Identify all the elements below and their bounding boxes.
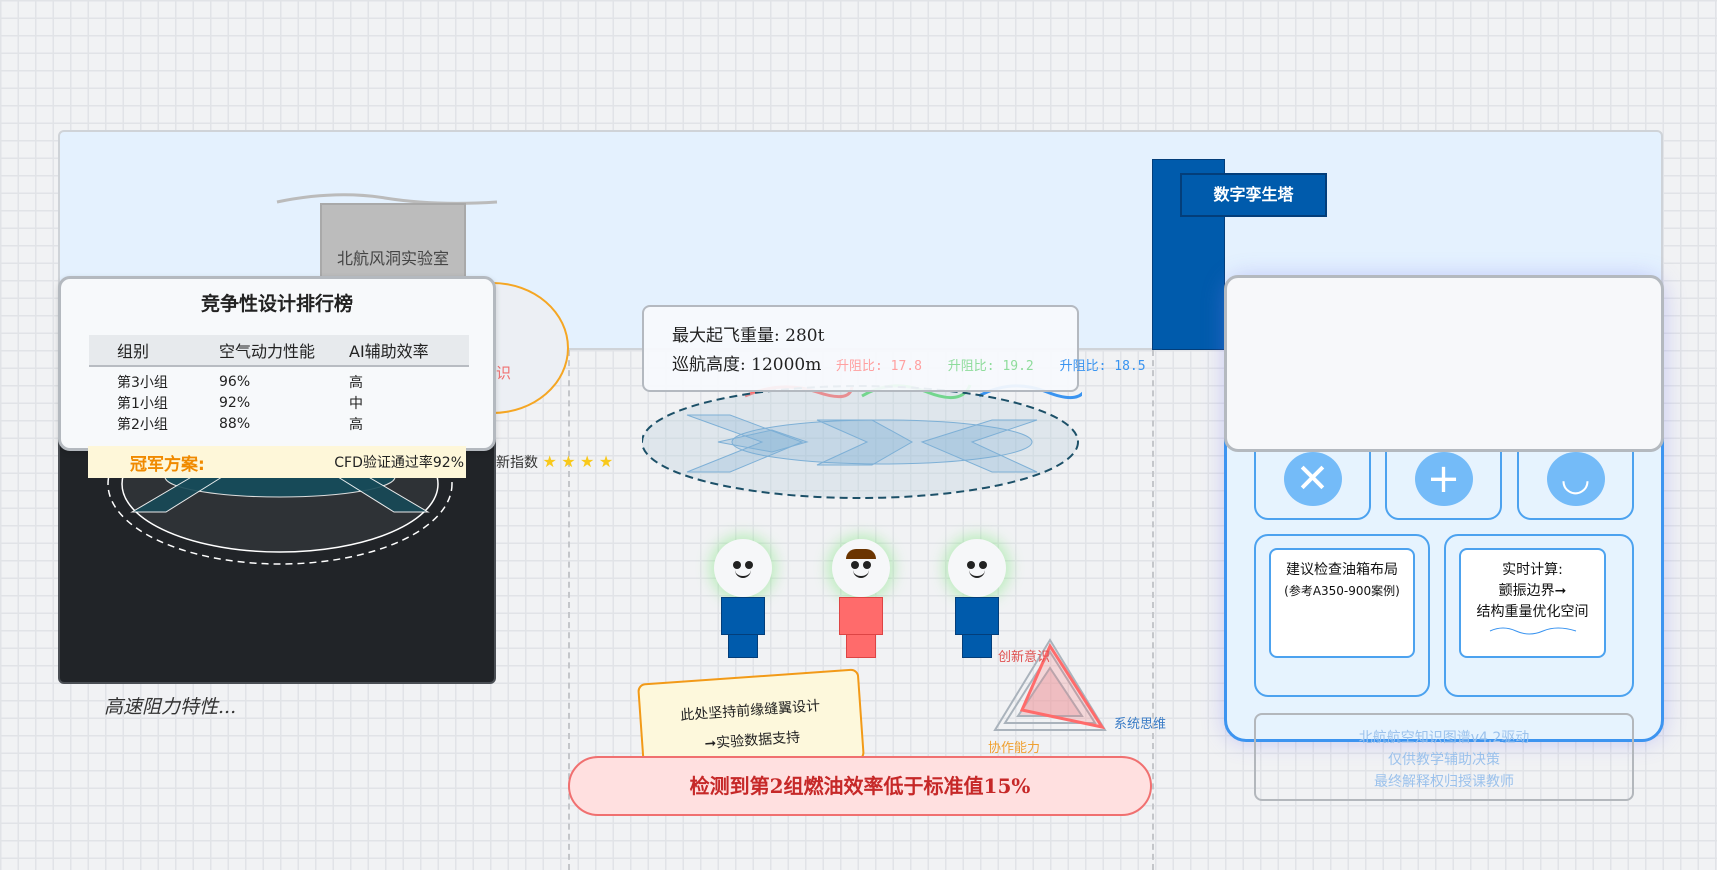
champion-value: CFD验证通过率92% (334, 455, 464, 471)
lift-drag-red: 升阻比: 17.8 (836, 359, 922, 374)
ranking-table: 组别 空气动力性能 AI辅助效率 第3小组 96% 高 第1小组 92% 中 第2小组 8… (89, 335, 469, 434)
cell: 中 (349, 395, 363, 412)
suggestion-card: 建议检查油箱布局 (参考A350-900案例) (1269, 548, 1415, 658)
oval-label: 识 (496, 364, 512, 382)
blank-overlay-card (1224, 275, 1664, 452)
card-line: 结构重量优化空间 (1476, 604, 1589, 620)
champion-row: 冠军方案: CFD验证通过率92% (88, 446, 466, 478)
star-icon: ★ (542, 452, 557, 471)
wind-tunnel-lab[interactable]: 北航风洞实验室 (320, 203, 466, 278)
cell: 88% (219, 415, 251, 432)
cell: 92% (219, 394, 251, 411)
ranking-card: 竞争性设计排行榜 组别 空气动力性能 AI辅助效率 第3小组 96% 高 第1小组 9… (58, 276, 496, 451)
radar-label-collab: 协作能力 (988, 741, 1040, 756)
wave-decoration (1489, 627, 1576, 635)
lift-drag-green: 升阻比: 19.2 (947, 359, 1034, 374)
footer-line: 最终解释权归授课教师 (1374, 774, 1514, 790)
champion-label: 冠军方案: (130, 454, 205, 475)
close-icon: ✕ (1283, 452, 1342, 506)
star-icon: ★ (561, 452, 576, 471)
star-icon: ★ (598, 452, 614, 471)
col-aero: 空气动力性能 (219, 342, 316, 361)
alert-banner[interactable]: 检测到第2组燃油效率低于标准值15% (568, 756, 1152, 816)
max-takeoff-weight: 最大起飞重量: 280t (672, 326, 825, 346)
cell: 高 (349, 416, 363, 433)
lane-divider (568, 350, 570, 870)
panel-footer: 北航航空知识图谱v4.2驱动 仅供教学辅助决策 最终解释权归授课教师 (1254, 713, 1634, 801)
footer-line: 北航航空知识图谱v4.2驱动 (1358, 730, 1530, 746)
footer-line: 仅供教学辅助决策 (1388, 752, 1500, 768)
card-line: (参考A350-900案例) (1284, 584, 1400, 598)
plus-icon: + (1414, 452, 1473, 506)
innovation-index: 新指数 ★ ★ ★ ★ (496, 452, 613, 472)
card-line: 颤振边界➞ (1498, 583, 1567, 599)
cell: 第3小组 (117, 374, 168, 391)
innovation-label: 新指数 (496, 455, 538, 471)
lift-drag-blue: 升阻比: 18.5 (1059, 359, 1146, 374)
aircraft-comparison (642, 384, 1082, 499)
lane-divider (1152, 350, 1154, 870)
star-icon: ★ (580, 452, 595, 471)
table-header: 组别 空气动力性能 AI辅助效率 (89, 335, 469, 367)
lift-drag-labels: 升阻比: 17.8 升阻比: 19.2 升阻比: 18.5 (836, 355, 1146, 374)
col-group: 组别 (117, 342, 150, 361)
suggestion-cell[interactable]: 建议检查油箱布局 (参考A350-900案例) (1254, 534, 1430, 697)
table-row[interactable]: 第2小组 88% 高 (89, 413, 469, 434)
smile-icon: ◡ (1546, 452, 1605, 506)
cell: 第2小组 (117, 416, 168, 433)
radar-chart: 创新意识 系统思维 协作能力 (988, 638, 1166, 756)
tower-label: 数字孪生塔 (1180, 173, 1327, 217)
col-ai: AI辅助效率 (349, 342, 429, 361)
cell: 96% (219, 373, 251, 390)
card-line: 建议检查油箱布局 (1286, 562, 1398, 578)
calculation-cell[interactable]: 实时计算: 颤振边界➞ 结构重量优化空间 (1444, 534, 1634, 697)
dark-panel-caption: 高速阻力特性... (104, 696, 237, 718)
calculation-card: 实时计算: 颤振边界➞ 结构重量优化空间 (1459, 548, 1606, 658)
cell: 高 (349, 374, 363, 391)
cell: 第1小组 (117, 395, 168, 412)
cruise-altitude: 巡航高度: 12000m (672, 355, 822, 375)
radar-label-systems: 系统思维 (1114, 717, 1166, 732)
radar-label-innovation: 创新意识 (998, 649, 1050, 665)
student-figure-highlighted[interactable] (831, 537, 891, 658)
student-figure[interactable] (947, 537, 1007, 658)
card-line: 实时计算: (1502, 562, 1563, 578)
student-figure[interactable] (713, 537, 773, 658)
wind-tunnel-label: 北航风洞实验室 (336, 249, 449, 268)
table-row[interactable]: 第1小组 92% 中 (89, 392, 469, 413)
table-row[interactable]: 第3小组 96% 高 (89, 371, 469, 392)
ranking-title: 竞争性设计排行榜 (200, 293, 353, 315)
aircraft-spec-card: 最大起飞重量: 280t 巡航高度: 12000m (642, 305, 1079, 392)
